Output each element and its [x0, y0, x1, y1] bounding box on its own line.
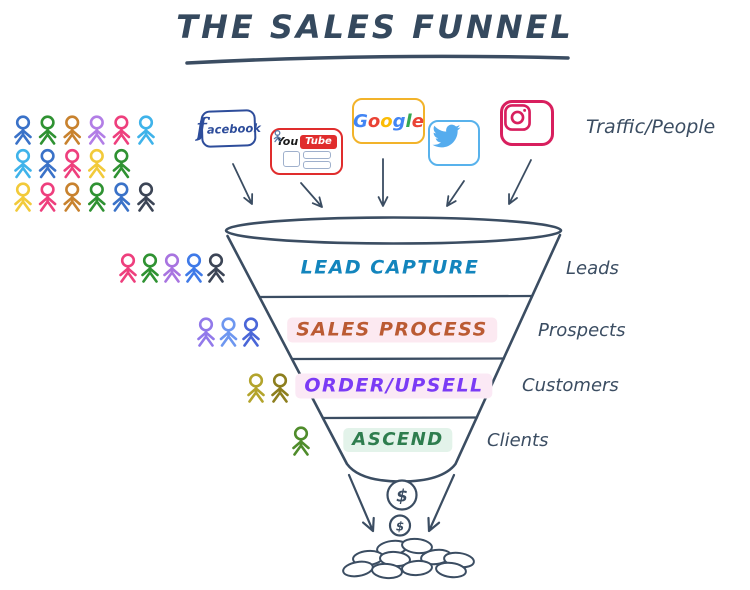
coin — [401, 537, 433, 555]
generated-figures-layer — [14, 115, 532, 533]
coin — [342, 560, 374, 578]
arrow — [300, 182, 323, 208]
funnel-divider-2 — [290, 357, 506, 361]
traffic-people-label: Traffic/People — [586, 116, 716, 138]
stage-label-ascend: ASCEND — [343, 428, 453, 452]
arrow — [232, 163, 254, 205]
person-icon — [38, 115, 57, 145]
person-icon — [137, 115, 155, 145]
page-title: THE SALES FUNNEL — [176, 8, 574, 46]
instagram-icon — [500, 100, 554, 146]
playlist-line — [302, 160, 331, 169]
person-icon — [207, 253, 225, 283]
youtube-playlist-lines — [302, 150, 331, 169]
title-underline — [185, 54, 570, 65]
arrow — [427, 473, 456, 533]
person-icon — [219, 317, 238, 347]
stage-label-sales-process: SALES PROCESS — [287, 317, 497, 343]
funnel-divider-1 — [258, 294, 534, 299]
google-letter: G — [353, 110, 368, 132]
youtube-logo: You Tube — [276, 134, 337, 149]
person-icon — [88, 115, 106, 145]
person-icon — [112, 115, 131, 145]
arrow — [508, 159, 532, 205]
tiny-person-icon — [273, 130, 282, 143]
google-letter: g — [392, 110, 406, 132]
arrow — [446, 180, 465, 207]
person-icon — [185, 253, 203, 283]
youtube-channel-thumb — [273, 130, 300, 167]
coin — [435, 561, 467, 579]
funnel-rim — [224, 216, 563, 245]
google-logo-text: Google — [353, 111, 424, 132]
twitter-bird-icon — [432, 124, 461, 148]
coin-pile — [342, 537, 475, 580]
dollar-sign-small: $ — [396, 520, 404, 534]
coin — [401, 559, 433, 577]
person-icon — [242, 317, 260, 347]
google-letter: o — [367, 110, 381, 132]
arrow — [347, 473, 375, 533]
person-icon — [112, 148, 131, 179]
youtube-logo-tube: Tube — [300, 134, 337, 149]
coin — [371, 562, 403, 580]
youtube-video-list — [273, 130, 331, 169]
side-label-customers: Customers — [522, 375, 619, 396]
person-icon — [112, 182, 131, 212]
playlist-line — [302, 150, 331, 159]
person-icon — [141, 253, 159, 283]
person-icon — [88, 148, 106, 179]
stage-label-order-upsell: ORDER/UPSELL — [295, 373, 493, 399]
facebook-logo-f: f — [195, 112, 208, 142]
instagram-camera-icon — [504, 104, 531, 131]
person-icon — [247, 373, 265, 403]
google-letter: l — [405, 110, 412, 132]
side-label-leads: Leads — [566, 258, 619, 279]
arrow — [377, 158, 389, 207]
dollar-coin-small — [388, 514, 412, 537]
person-icon — [88, 182, 106, 212]
google-letter: o — [380, 110, 393, 132]
person-icon — [271, 373, 289, 403]
person-icon — [292, 426, 310, 456]
person-icon — [14, 148, 32, 179]
person-icon — [63, 182, 81, 212]
person-icon — [63, 148, 81, 179]
stage-label-lead-capture: LEAD CAPTURE — [300, 256, 480, 279]
person-icon — [137, 182, 155, 212]
person-icon — [38, 148, 57, 179]
person-icon — [163, 253, 181, 283]
person-icon — [63, 115, 81, 145]
dollar-sign-large: $ — [396, 487, 408, 507]
person-icon — [14, 182, 32, 212]
funnel-divider-3 — [321, 416, 479, 420]
person-icon — [197, 317, 215, 347]
google-letter: e — [411, 110, 424, 132]
youtube-icon: You Tube — [270, 128, 343, 175]
facebook-logo-text: acebook — [206, 120, 262, 137]
youtube-logo-you: You — [276, 135, 299, 148]
side-label-clients: Clients — [487, 430, 549, 451]
person-icon — [38, 182, 57, 212]
twitter-icon — [428, 120, 480, 166]
person-icon — [119, 253, 137, 283]
side-label-prospects: Prospects — [538, 320, 626, 341]
person-icon — [14, 115, 32, 145]
dollar-coin-large — [386, 479, 418, 511]
google-icon: Google — [352, 98, 425, 144]
